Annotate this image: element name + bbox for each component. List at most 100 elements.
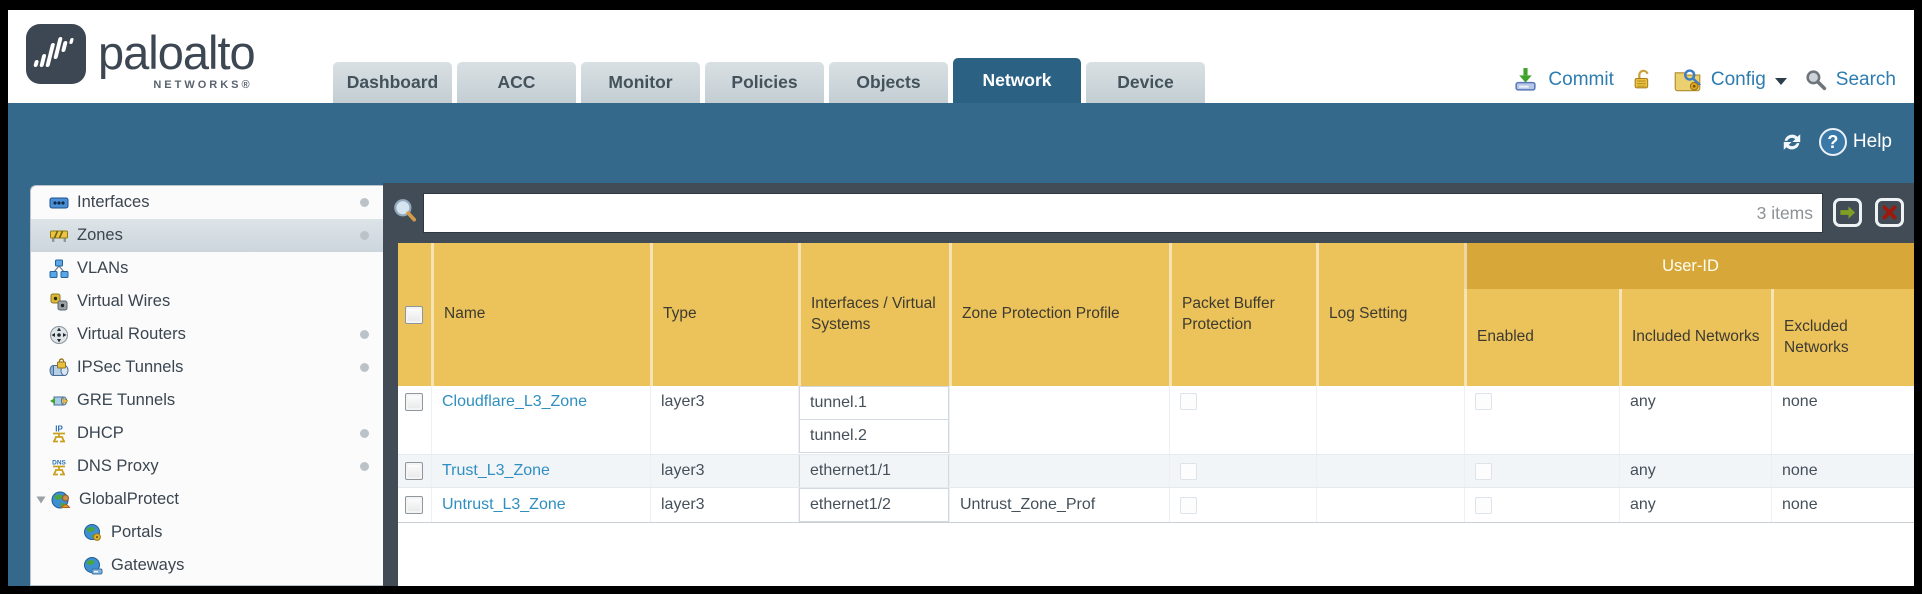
clear-filter-button[interactable] [1875,198,1904,227]
help-link[interactable]: Help [1852,131,1892,152]
pane-splitter[interactable] [383,183,398,586]
select-all-checkbox[interactable] [405,306,423,324]
sidebar-item-label: IPSec Tunnels [77,358,184,376]
sidebar-item-label: Gateways [111,556,185,574]
sidebar-item-gre-tunnels[interactable]: GRE Tunnels [31,384,383,417]
table-row: Cloudflare_L3_Zone layer3 tunnel.1 tunne… [398,386,1914,454]
gre-tunnels-icon [50,396,69,405]
sidebar-item-dhcp[interactable]: IP DHCP [31,417,383,450]
cell-zone-protection-profile [949,386,1169,454]
commit-button[interactable]: Commit [1548,68,1614,90]
zone-link[interactable]: Cloudflare_L3_Zone [442,393,587,410]
close-icon [1882,205,1897,220]
cell-name: Cloudflare_L3_Zone [431,386,650,454]
config-button[interactable]: Config [1710,68,1766,90]
config-icon[interactable] [1673,66,1702,93]
sidebar-item-interfaces[interactable]: Interfaces [31,186,383,219]
table-row: Untrust_L3_Zone layer3 ethernet1/2 Untru… [398,488,1914,522]
sidebar-item-globalprotect[interactable]: GlobalProtect [31,483,383,516]
virtual-wires-icon [50,293,68,310]
column-header-enabled[interactable]: Enabled [1464,289,1619,386]
column-header-log-setting[interactable]: Log Setting [1316,243,1464,386]
expand-collapse-icon[interactable] [35,494,47,506]
sidebar-item-dns-proxy[interactable]: DNS DNS Proxy [31,450,383,483]
cell-included-networks: any [1619,488,1771,522]
sidebar-item-label: DHCP [77,424,124,442]
column-header-interfaces[interactable]: Interfaces / Virtual Systems [798,243,949,386]
cell-interfaces: ethernet1/2 [798,488,949,522]
interface-item: tunnel.2 [799,419,949,453]
row-checkbox[interactable] [405,393,423,411]
refresh-icon[interactable] [1779,129,1805,155]
apply-filter-button[interactable] [1833,198,1862,227]
filter-input[interactable] [423,193,1823,233]
gateways-icon [84,556,103,574]
sidebar-item-portals[interactable]: Portals [31,516,383,549]
column-header-excluded-networks[interactable]: Excluded Networks [1771,289,1914,386]
cell-enabled [1464,455,1619,487]
brand-subtitle: NETWORKS® [153,79,253,91]
sidebar-item-gateways[interactable]: Gateways [31,549,383,582]
cell-select [398,386,431,454]
tab-objects[interactable]: Objects [829,62,948,103]
column-header-packet-buffer-protection[interactable]: Packet Buffer Protection [1169,243,1316,386]
table-body: Cloudflare_L3_Zone layer3 tunnel.1 tunne… [398,386,1914,523]
status-dot [360,462,369,471]
tab-acc[interactable]: ACC [457,62,576,103]
sidebar-item-ipsec-tunnels[interactable]: IPSec Tunnels [31,351,383,384]
status-dot [360,363,369,372]
row-checkbox[interactable] [405,496,423,514]
status-dot [360,429,369,438]
zone-link[interactable]: Untrust_L3_Zone [442,496,566,513]
search-button[interactable]: Search [1835,68,1896,90]
column-header-type[interactable]: Type [650,243,798,386]
sidebar-item-label: DNS Proxy [77,457,159,475]
search-icon[interactable] [1804,68,1827,91]
svg-text:IP: IP [55,424,63,433]
cell-packet-buffer-protection [1169,455,1316,487]
tab-monitor[interactable]: Monitor [581,62,700,103]
cell-name: Trust_L3_Zone [431,455,650,487]
commit-icon[interactable] [1512,66,1539,93]
cell-enabled [1464,488,1619,522]
top-bar: paloalto NETWORKS® Dashboard ACC Monitor… [8,10,1914,103]
interface-item: ethernet1/1 [799,455,949,487]
sidebar-item-zones[interactable]: Zones [31,219,383,252]
column-header-included-networks[interactable]: Included Networks [1619,289,1771,386]
sidebar-item-label: GlobalProtect [79,490,179,508]
header-select-all [398,243,431,386]
cell-zone-protection-profile: Untrust_Zone_Prof [949,488,1169,522]
cell-excluded-networks: none [1771,488,1914,522]
sidebar-item-virtual-routers[interactable]: Virtual Routers [31,318,383,351]
tab-policies[interactable]: Policies [705,62,824,103]
column-header-name[interactable]: Name [431,243,650,386]
tab-dashboard[interactable]: Dashboard [333,62,452,103]
column-header-zone-protection-profile[interactable]: Zone Protection Profile [949,243,1169,386]
sidebar-item-label: Virtual Wires [77,292,171,310]
lock-icon[interactable] [1631,67,1656,92]
vlans-icon [49,259,69,278]
help-icon[interactable]: ? [1818,128,1847,156]
zone-link[interactable]: Trust_L3_Zone [442,462,550,479]
chevron-down-icon[interactable] [1774,77,1787,85]
network-sidebar: Interfaces Zones VLANs [30,185,383,586]
cell-packet-buffer-protection [1169,488,1316,522]
row-checkbox[interactable] [405,462,423,480]
tab-device[interactable]: Device [1086,62,1205,103]
sidebar-item-label: Interfaces [77,193,150,211]
sidebar-item-vlans[interactable]: VLANs [31,252,383,285]
enabled-checkbox [1475,496,1492,514]
status-dot [360,330,369,339]
cell-included-networks: any [1619,386,1771,454]
cell-interfaces: tunnel.1 tunnel.2 [798,386,949,454]
packet-buffer-checkbox [1180,462,1197,480]
main-nav-tabs: Dashboard ACC Monitor Policies Objects N… [333,58,1210,103]
sidebar-item-virtual-wires[interactable]: Virtual Wires [31,285,383,318]
arrow-right-icon [1840,206,1856,219]
status-dot [360,198,369,207]
tab-network[interactable]: Network [953,58,1081,103]
cell-packet-buffer-protection [1169,386,1316,454]
enabled-checkbox [1475,462,1492,480]
cell-select [398,488,431,522]
cell-zone-protection-profile [949,455,1169,487]
